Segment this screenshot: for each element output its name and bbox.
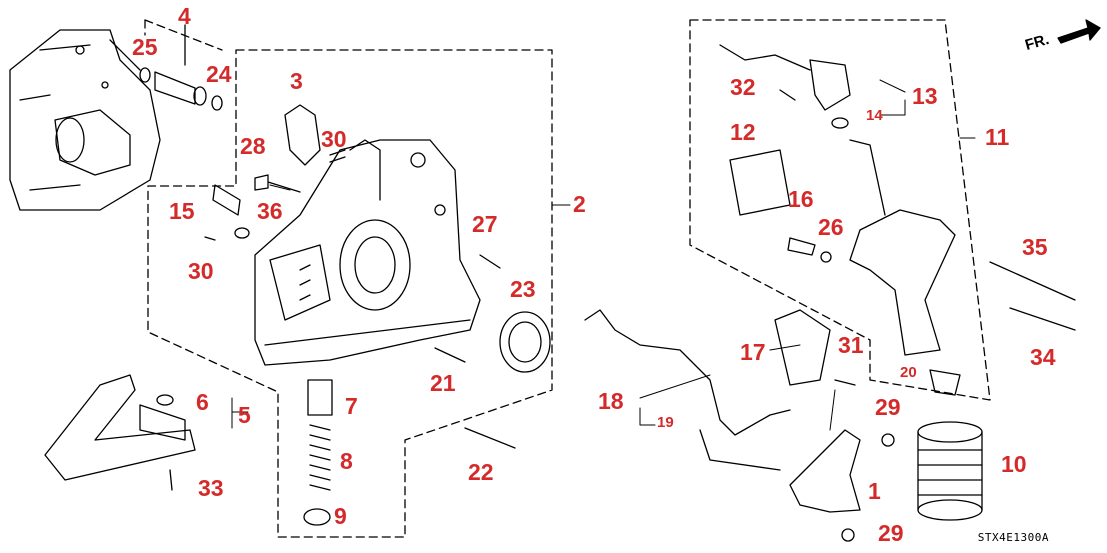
callout-14: 14	[866, 107, 883, 124]
callout-27: 27	[472, 211, 498, 237]
callout-28: 28	[240, 133, 266, 159]
callout-8: 8	[340, 448, 353, 474]
callout-6: 6	[196, 389, 209, 415]
callout-9: 9	[334, 503, 347, 529]
dowel-30	[329, 149, 346, 163]
nut-29-bottom	[841, 528, 855, 542]
leader-lines	[231, 79, 976, 431]
callout-29-bottom: 29	[878, 520, 904, 546]
callout-31: 31	[838, 332, 864, 358]
callout-17: 17	[740, 339, 766, 365]
callout-34: 34	[1030, 344, 1056, 370]
relief-valve-stack	[303, 379, 333, 526]
callout-32: 32	[730, 74, 756, 100]
group-box-spool-valve	[689, 19, 991, 401]
callout-20: 20	[900, 364, 917, 381]
spool-valve-assembly	[719, 44, 1076, 396]
callout-23: 23	[510, 276, 536, 302]
nut-29-top	[881, 433, 895, 447]
oil-seal-23	[499, 311, 551, 373]
engine-block-illustration	[9, 29, 161, 211]
callout-10: 10	[1001, 451, 1027, 477]
group-box-oil-pump	[147, 49, 553, 538]
bolt-22	[464, 427, 516, 449]
bolt-28	[254, 174, 301, 193]
callout-19: 19	[657, 414, 674, 431]
callout-2: 2	[573, 191, 586, 217]
stud-21	[434, 347, 466, 363]
group-box-seal	[144, 19, 223, 51]
callout-13: 13	[912, 83, 938, 109]
front-arrow-icon	[1057, 19, 1101, 44]
callout-29-top: 29	[875, 394, 901, 420]
diagram-code: STX4E1300A	[977, 531, 1049, 544]
callout-24: 24	[206, 61, 232, 87]
bracket-1	[789, 429, 861, 513]
callout-35: 35	[1022, 234, 1048, 260]
pressure-switch-parts	[139, 24, 223, 111]
callout-18: 18	[598, 388, 624, 414]
sensor-15	[212, 184, 241, 216]
callout-30-top: 30	[321, 126, 347, 152]
gasket-3	[284, 104, 321, 166]
callout-22: 22	[468, 459, 494, 485]
oil-strainer	[44, 374, 196, 491]
callout-16: 16	[788, 186, 814, 212]
callout-30-bottom: 30	[188, 258, 214, 284]
oil-filter-10	[917, 421, 983, 521]
sensor-harness	[584, 309, 856, 471]
callout-33: 33	[198, 475, 224, 501]
callout-21: 21	[430, 370, 456, 396]
callout-3: 3	[290, 68, 303, 94]
callout-12: 12	[730, 119, 756, 145]
callout-11: 11	[985, 124, 1010, 150]
callout-5: 5	[238, 402, 251, 428]
callout-7: 7	[345, 393, 358, 419]
stud-27	[479, 254, 501, 269]
oil-pump-body	[254, 139, 481, 366]
callout-36: 36	[257, 198, 283, 224]
callout-26: 26	[818, 214, 844, 240]
callout-1: 1	[868, 478, 881, 504]
callout-4: 4	[178, 3, 191, 29]
callout-25: 25	[132, 34, 158, 60]
callout-15: 15	[169, 198, 195, 224]
